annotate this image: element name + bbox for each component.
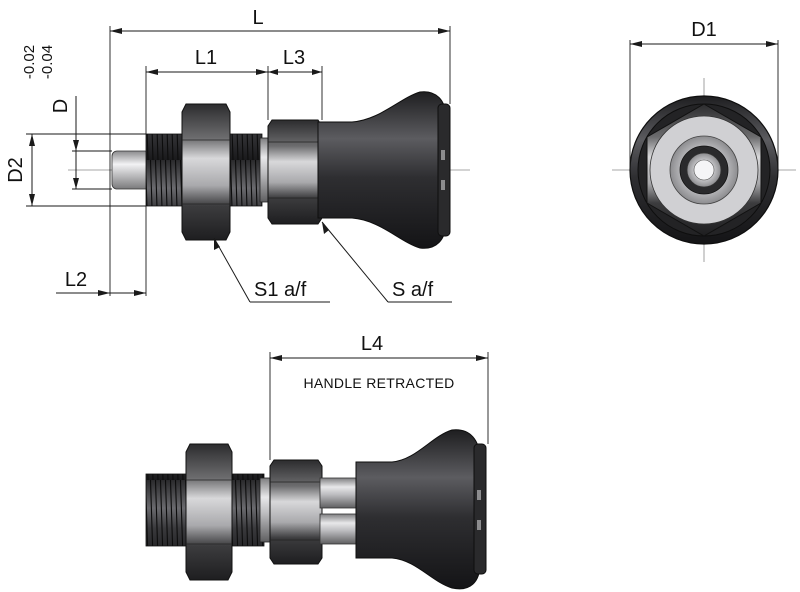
end-view	[612, 78, 796, 262]
side-view-retracted	[145, 429, 487, 590]
label-L: L	[252, 7, 263, 29]
label-S1: S1 a/f	[254, 279, 307, 301]
jam-nut	[181, 103, 231, 241]
label-handle-retracted: HANDLE RETRACTED	[303, 375, 454, 391]
knob	[317, 91, 447, 249]
dim-L1: L1	[145, 47, 269, 134]
dim-D1: D1	[629, 19, 779, 170]
leader-S: S a/f	[321, 221, 452, 303]
dim-D2: D2	[5, 133, 146, 207]
pin	[111, 150, 151, 190]
label-L2: L2	[65, 269, 87, 291]
label-S: S a/f	[392, 279, 434, 301]
label-L4: L4	[361, 333, 383, 355]
label-tol-lower: -0.04	[39, 45, 56, 79]
dim-L3: L3	[268, 47, 323, 120]
label-L3: L3	[283, 47, 305, 69]
label-D: D	[50, 99, 72, 113]
side-view-extended	[68, 91, 470, 249]
dim-L: L	[109, 7, 451, 296]
leader-S1: S1 a/f	[213, 237, 330, 303]
label-tol-upper: -0.02	[21, 45, 38, 79]
label-D1: D1	[691, 19, 717, 41]
hex-body	[267, 119, 323, 225]
label-D2: D2	[5, 157, 27, 183]
dim-L2: L2	[56, 206, 147, 296]
dim-D: D -0.02 -0.04	[21, 45, 112, 190]
dim-L4: L4 HANDLE RETRACTED	[269, 333, 489, 460]
label-L1: L1	[195, 47, 217, 69]
